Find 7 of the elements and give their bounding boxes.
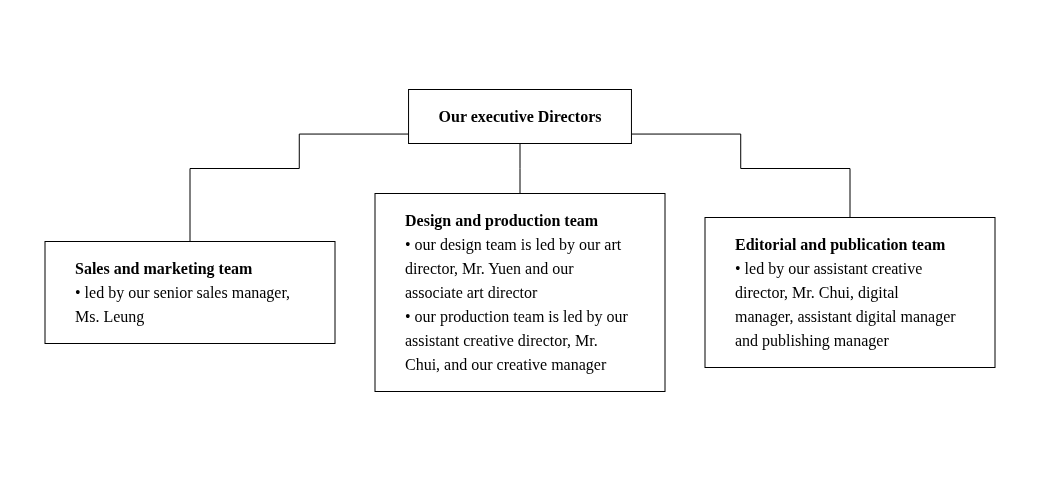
connector [519,143,520,194]
connector [189,133,409,242]
node-box: Sales and marketing team • led by our senior sales manager, Ms. Leung [44,241,335,344]
node-box: Editorial and publication team • led by our assistant creative director, Mr. Chui, digital manager, assistant digital manager and publishing manager [704,217,995,368]
node-box: Design and production team • our design team is led by our art director, Mr. Yuen and our associate art director • our production team is led by our assistant creative director, Mr. Chui, and our creative manager [374,193,665,392]
node-box: Our executive Directors [407,89,632,144]
connector [630,133,850,218]
